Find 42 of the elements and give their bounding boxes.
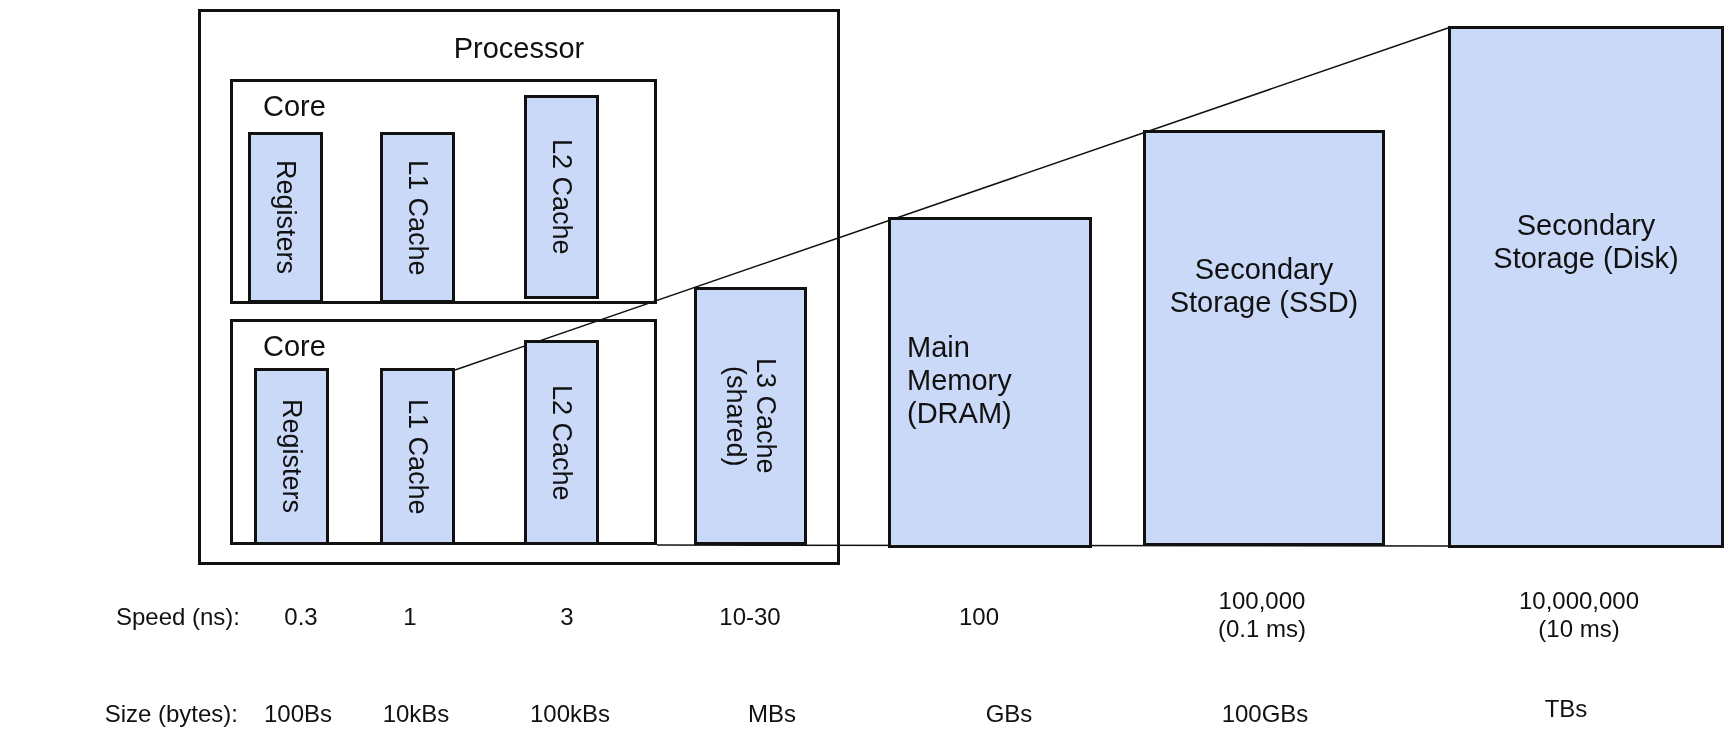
cache-box [380,132,455,303]
box-label: Core [263,90,326,123]
box-label: L2 Cache [546,384,577,501]
speed-value: 10,000,000 (10 ms) [1517,587,1641,643]
speed-value: 3 [559,603,575,631]
size-value: GBs [984,700,1034,728]
row-heading: Speed (ns): [114,603,240,631]
storage-box [1448,26,1724,548]
memory-box [888,217,1092,548]
processor-box [198,9,840,565]
size-value: MBs [747,700,797,728]
row-heading: Size (bytes): [103,700,238,728]
speed-value: 1 [402,603,418,631]
box-label: L2 Cache [546,139,577,255]
speed-value: 100,000 (0.1 ms) [1217,587,1307,643]
speed-value: 100 [957,603,1000,631]
cache-box [380,368,455,545]
box-label: Core [263,330,326,363]
size-value: 100GBs [1220,700,1310,728]
cache-box [694,287,807,545]
box-label: Secondary Storage (Disk) [1492,209,1680,275]
size-value: 100kBs [528,700,612,728]
core-box [230,319,657,545]
box-label: Registers [270,160,301,275]
speed-value: 10-30 [718,603,782,631]
box-label: L1 Cache [402,398,433,515]
core-box [230,79,657,304]
register-box [248,132,323,303]
size-value: 100Bs [262,700,334,728]
box-label: Registers [276,399,307,514]
box-label: Processor [452,32,586,65]
cache-box [524,95,599,299]
register-box [254,368,329,545]
box-label: Main Memory (DRAM) [907,330,1013,430]
cache-box [524,340,599,545]
speed-value: 0.3 [283,603,319,631]
box-label: L1 Cache [402,159,433,276]
box-label: Secondary Storage (SSD) [1168,253,1360,319]
box-label: L3 Cache (shared) [720,357,781,476]
size-value: TBs [1543,695,1589,723]
storage-box [1143,130,1385,546]
size-value: 10kBs [381,700,451,728]
